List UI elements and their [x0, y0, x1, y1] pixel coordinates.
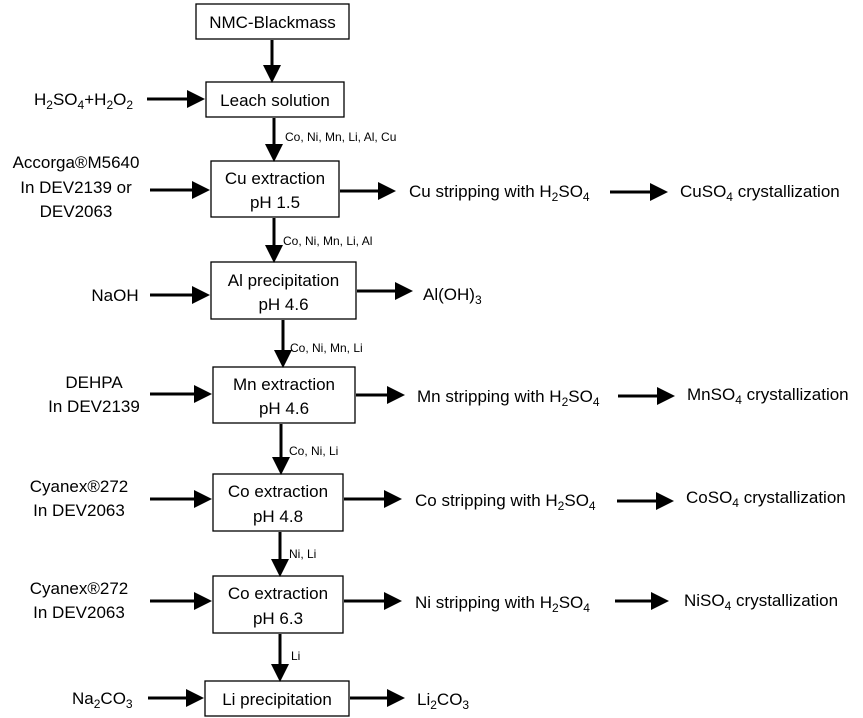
input-leach-reagent: H2SO4+H2O2 — [34, 90, 133, 112]
stream-label-after-al: Co, Ni, Mn, Li — [290, 341, 363, 355]
box-al-label-1: Al precipitation — [228, 271, 340, 290]
box-co-extraction-2: Co extraction pH 6.3 — [212, 575, 344, 634]
box-cu-extraction: Cu extraction pH 1.5 — [210, 160, 340, 218]
box-al-precipitation: Al precipitation pH 4.6 — [210, 261, 357, 320]
formula-part: 4 — [583, 601, 590, 615]
output-mn-stripping: Mn stripping with H2SO4 — [417, 387, 600, 409]
box-co1-label-2: pH 4.8 — [253, 507, 303, 526]
input-co1-reagent-line-1: Cyanex®272 — [30, 477, 129, 496]
formula-part: Al(OH) — [423, 285, 475, 304]
box-mn-label-1: Mn extraction — [233, 375, 335, 394]
formula-part: 2 — [126, 98, 133, 112]
box-mn-label-2: pH 4.6 — [259, 399, 309, 418]
input-cu-reagent-line-3: DEV2063 — [40, 202, 113, 221]
box-cu-label-1: Cu extraction — [225, 169, 325, 188]
formula-part: CO — [100, 689, 126, 708]
stream-label-after-mn: Co, Ni, Li — [289, 444, 338, 458]
formula-part: 2 — [106, 98, 113, 112]
output-coso4-crystallization: CoSO4 crystallization — [686, 488, 846, 510]
stream-label-after-leach: Co, Ni, Mn, Li, Al, Cu — [285, 130, 396, 144]
formula-part: 3 — [475, 293, 482, 307]
formula-part: 2 — [430, 698, 437, 712]
input-co2-reagent-line-2: In DEV2063 — [33, 603, 125, 622]
box-leach-solution: Leach solution — [205, 81, 345, 118]
input-al-reagent: NaOH — [91, 286, 138, 305]
input-cu-reagent-line-2: In DEV2139 or — [20, 178, 132, 197]
formula-part: 4 — [735, 393, 742, 407]
formula-part: 2 — [558, 499, 565, 513]
formula-part: 3 — [126, 697, 133, 711]
formula-part: 4 — [593, 395, 600, 409]
formula-part: 4 — [583, 190, 590, 204]
box-li-precipitation: Li precipitation — [204, 680, 350, 717]
formula-part: crystallization — [742, 385, 849, 404]
formula-part: SO — [564, 491, 589, 510]
output-cu-stripping: Cu stripping with H2SO4 — [409, 182, 590, 204]
formula-part: CO — [437, 690, 463, 709]
box-co-extraction-1: Co extraction pH 4.8 — [212, 473, 344, 532]
formula-part: Li — [417, 690, 430, 709]
formula-part: SO — [558, 182, 583, 201]
input-mn-reagent-line-2: In DEV2139 — [48, 397, 140, 416]
formula-part: H — [34, 90, 46, 109]
stream-label-after-co2: Li — [291, 649, 300, 663]
formula-part: Ni stripping with H — [415, 593, 552, 612]
box-co1-label-1: Co extraction — [228, 482, 328, 501]
input-cu-reagent-line-1: Accorga®M5640 — [13, 153, 140, 172]
formula-part: MnSO — [687, 385, 735, 404]
output-niso4-crystallization: NiSO4 crystallization — [684, 591, 838, 613]
formula-part: CuSO — [680, 182, 726, 201]
formula-part: SO — [559, 593, 584, 612]
box-co2-label-1: Co extraction — [228, 584, 328, 603]
output-ni-stripping: Ni stripping with H2SO4 — [415, 593, 590, 615]
input-co1-reagent-line-2: In DEV2063 — [33, 501, 125, 520]
formula-part: 4 — [725, 599, 732, 613]
box-li-label: Li precipitation — [222, 690, 332, 709]
formula-part: crystallization — [731, 591, 838, 610]
formula-part: O — [113, 90, 126, 109]
formula-part: 4 — [78, 98, 85, 112]
box-cu-label-2: pH 1.5 — [250, 193, 300, 212]
formula-part: Cu stripping with H — [409, 182, 552, 201]
box-blackmass-label: NMC-Blackmass — [209, 13, 336, 32]
input-mn-reagent-line-1: DEHPA — [65, 373, 123, 392]
formula-part: crystallization — [739, 488, 846, 507]
formula-part: 2 — [562, 395, 569, 409]
formula-part: +H — [84, 90, 106, 109]
box-mn-extraction: Mn extraction pH 4.6 — [212, 366, 356, 424]
output-al-hydroxide: Al(OH)3 — [423, 285, 482, 307]
formula-part: SO — [568, 387, 593, 406]
box-co2-label-2: pH 6.3 — [253, 609, 303, 628]
formula-part: SO — [53, 90, 78, 109]
formula-part: Mn stripping with H — [417, 387, 562, 406]
formula-part: 4 — [726, 190, 733, 204]
output-co-stripping: Co stripping with H2SO4 — [415, 491, 596, 513]
formula-part: 2 — [94, 697, 101, 711]
input-co2-reagent-line-1: Cyanex®272 — [30, 579, 129, 598]
output-li-carbonate: Li2CO3 — [417, 690, 469, 712]
box-al-label-2: pH 4.6 — [258, 295, 308, 314]
formula-part: 4 — [732, 496, 739, 510]
formula-part: 2 — [552, 190, 559, 204]
box-leach-label: Leach solution — [220, 91, 330, 110]
formula-part: NiSO — [684, 591, 725, 610]
formula-part: 2 — [552, 601, 559, 615]
box-blackmass: NMC-Blackmass — [195, 3, 350, 40]
input-li-reagent: Na2CO3 — [72, 689, 133, 711]
formula-part: Na — [72, 689, 94, 708]
formula-part: 2 — [46, 98, 53, 112]
output-mnso4-crystallization: MnSO4 crystallization — [687, 385, 849, 407]
stream-label-after-co1: Ni, Li — [289, 547, 316, 561]
stream-label-after-cu: Co, Ni, Mn, Li, Al — [283, 234, 372, 248]
formula-part: Co stripping with H — [415, 491, 558, 510]
formula-part: crystallization — [733, 182, 840, 201]
formula-part: 4 — [589, 499, 596, 513]
output-cuso4-crystallization: CuSO4 crystallization — [680, 182, 840, 204]
formula-part: CoSO — [686, 488, 732, 507]
formula-part: 3 — [462, 698, 469, 712]
